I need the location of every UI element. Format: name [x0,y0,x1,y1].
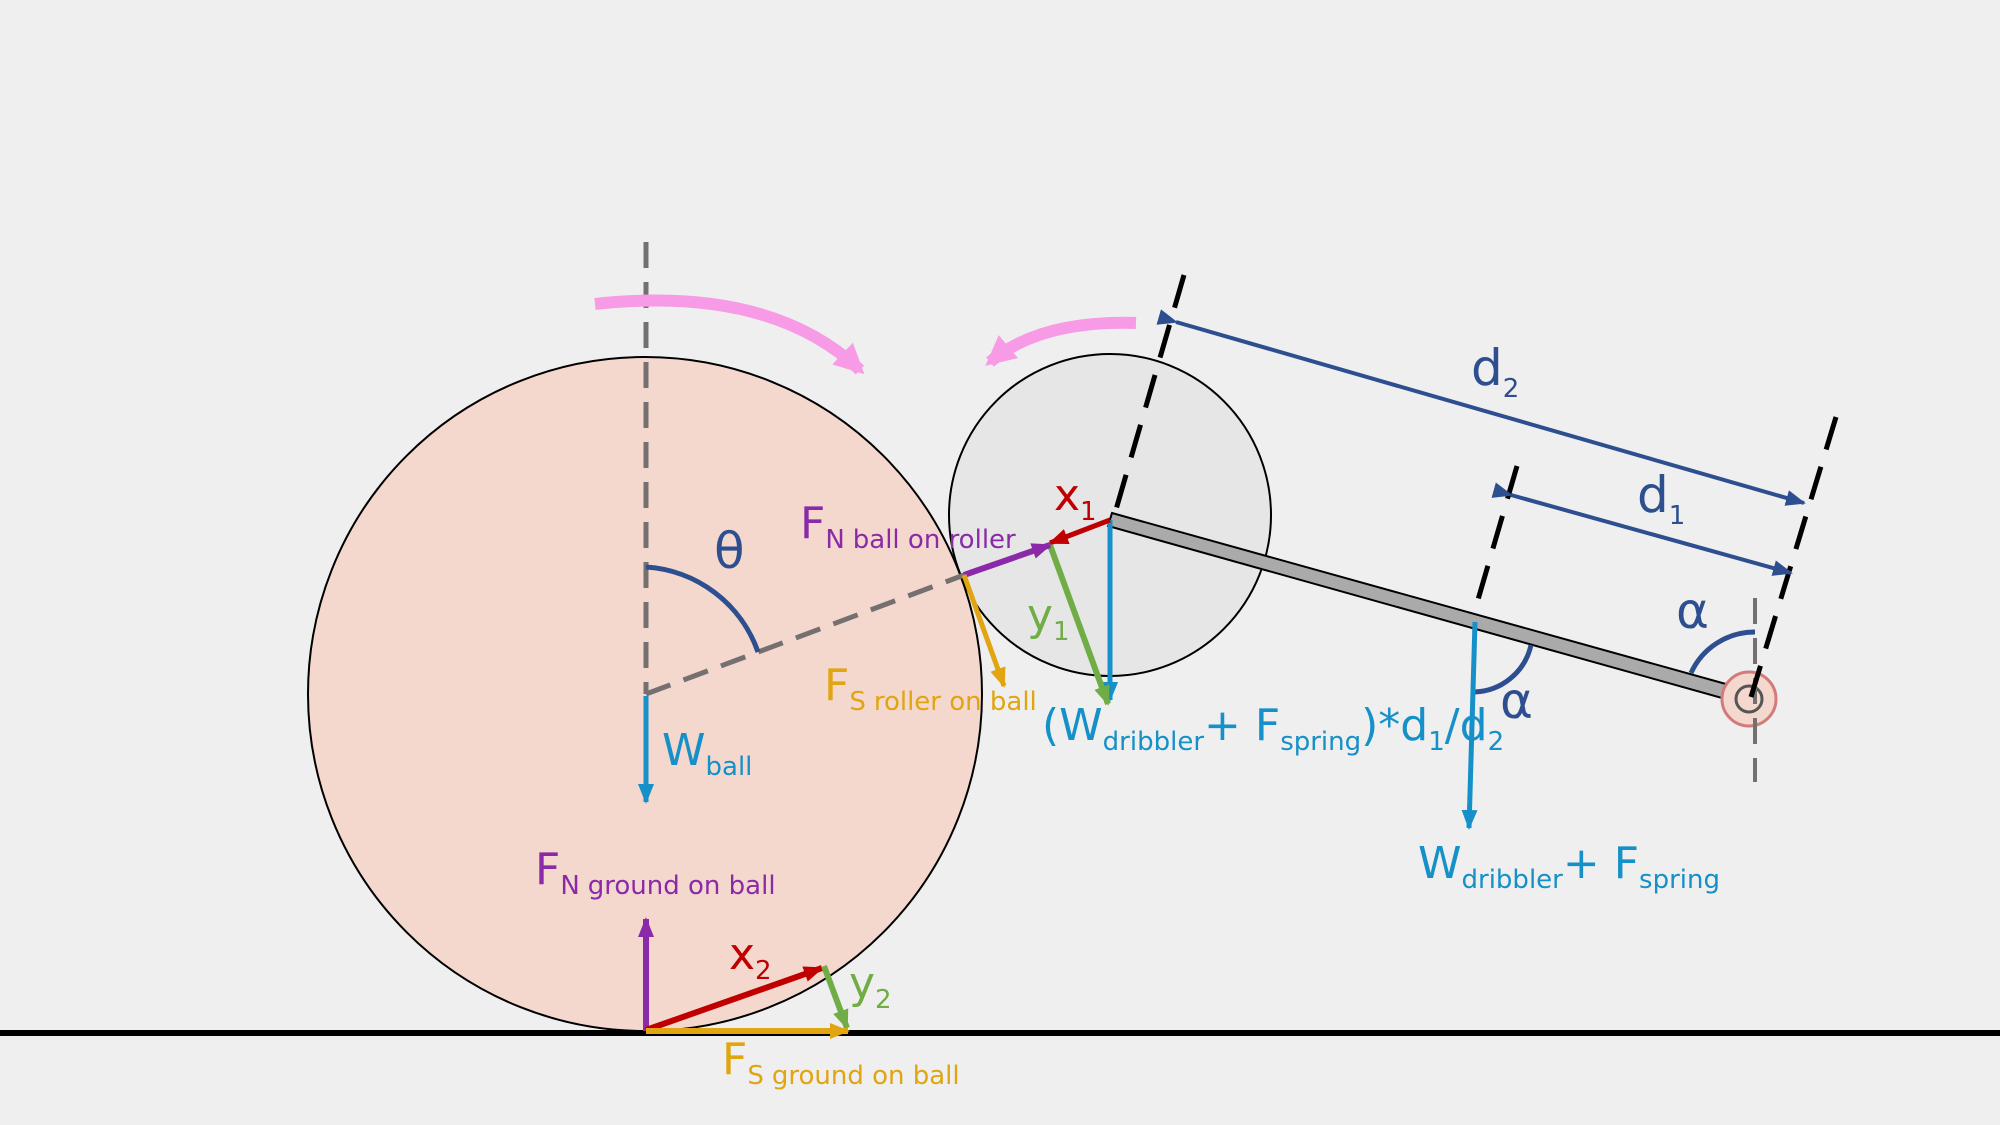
theta-arc [645,564,761,653]
mid-perpendicular-line [1472,465,1520,611]
fn-ball-on-roller-arrow [963,542,1052,578]
d2-arrow [1156,309,1806,506]
alpha-label-top: α [1676,582,1709,640]
w-dribbler-arrow [1461,621,1478,830]
d1-label: d1 [1637,466,1685,531]
d2-label: d2 [1471,339,1519,404]
alpha-arc-top [1688,629,1756,675]
w-dribbler-label: Wdribbler+ Fspring [1418,838,1720,895]
w-ball-label: Wball [662,725,752,782]
alpha-arc-mid [1473,644,1534,695]
pivot-outer [1720,670,1778,728]
ball-rotation-arrow [594,294,865,375]
roller-rotation-arrow [985,316,1137,367]
d1-arrow [1491,482,1793,576]
y1-label: y1 [1027,590,1070,647]
equivalent-force-label: (Wdribbler+ Fspring)*d1/d2 [1042,700,1504,757]
x2-arrow [645,965,824,1033]
y2-label: y2 [849,958,892,1015]
pivot-inner [1734,684,1764,714]
ball-to-roller-line [645,572,965,697]
x2-label: x2 [729,929,772,986]
alpha-label-mid: α [1500,672,1533,730]
x1-arrow [1048,517,1111,546]
y2-arrow [821,964,850,1030]
theta-label: θ [714,522,745,580]
fs-roller-on-ball-arrow [961,574,1007,688]
y1-arrow [1047,543,1111,706]
roller-perpendicular-line [1112,274,1187,514]
pivot-perpendicular-line [1748,416,1839,698]
x1-label: x1 [1054,470,1097,527]
